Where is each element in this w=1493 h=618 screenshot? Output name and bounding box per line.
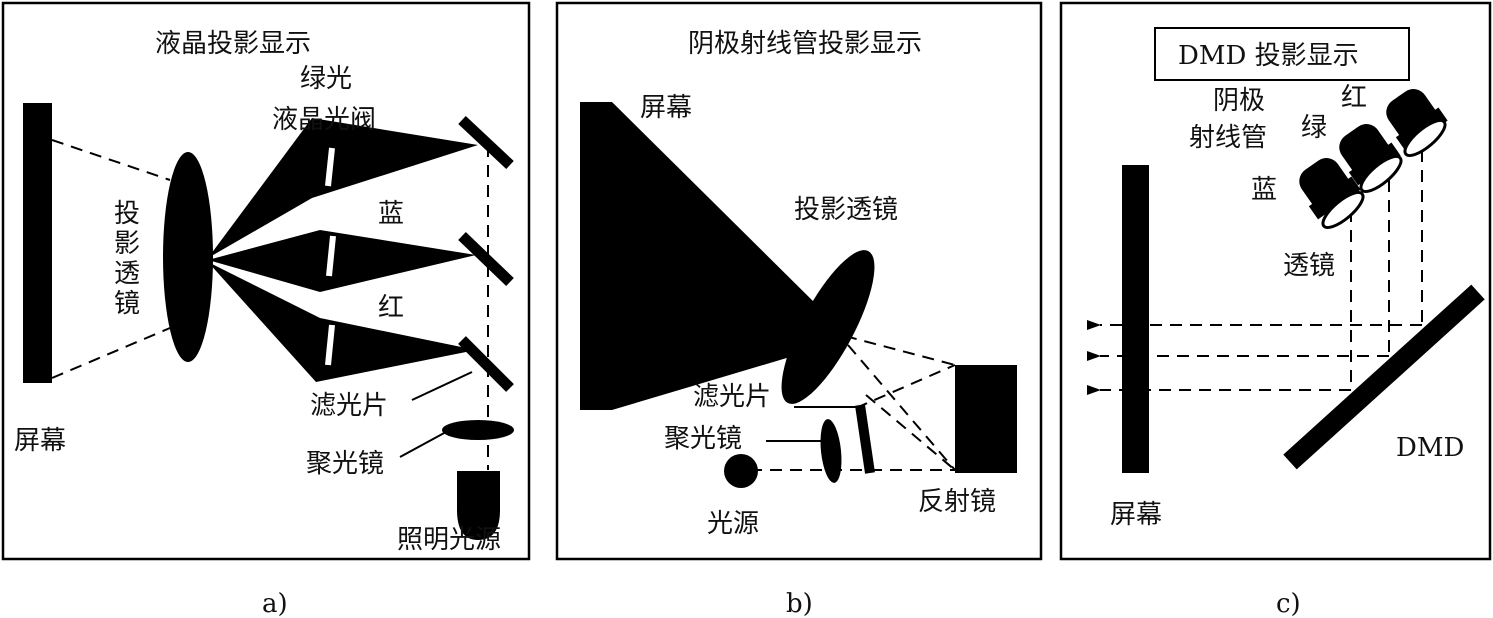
panel-c-frame (1059, 1, 1492, 561)
panel-c-dmd (1283, 284, 1485, 470)
panel-b-filter (855, 404, 875, 474)
panel-a-projection-ray-top (51, 139, 171, 181)
panel-b-ray-3 (855, 364, 956, 409)
panel-b-reflector (955, 365, 1017, 473)
panel-b-light-source-label: 光源 (707, 509, 759, 539)
panel-a-lens-label: 投 影 透 镜 (114, 199, 140, 319)
panel-a-green-label-2: 液晶光阀 (272, 105, 376, 135)
panel-c-blue-crt (1299, 158, 1361, 220)
panel-a-blue-mirror (458, 232, 514, 286)
panel-b-crt-tube (580, 102, 820, 410)
panel-c-red-lens (1403, 119, 1447, 157)
panel-c-lens-label: 透镜 (1283, 251, 1335, 281)
panel-b-reflector-label: 反射镜 (918, 487, 996, 517)
panel-a-red-label: 红 (378, 293, 404, 323)
panel-a-green-label-1: 绿光 (300, 64, 352, 94)
panel-a-lens-char-3: 透 (114, 259, 140, 289)
panel-b: 阴极射线管投影显示 屏幕 投影透镜 反射镜 滤光片 聚光镜 光源 (555, 1, 1043, 561)
panel-c-red-label: 红 (1341, 83, 1367, 113)
panel-c-green-crt (1339, 124, 1401, 186)
panel-a-condenser-leader (399, 431, 447, 458)
panel-b-condenser-lens (820, 419, 842, 483)
panel-a: 液晶投影显示 屏幕 投 影 透 镜 绿光 (1, 1, 531, 561)
panel-a-screen-label: 屏幕 (14, 426, 66, 456)
panel-a-green-mirror (458, 115, 514, 170)
panel-a-lens-char-2: 影 (114, 229, 140, 259)
panel-b-frame (555, 1, 1043, 561)
panel-a-red-light-valve (325, 324, 335, 366)
panel-a-green-light-valve (325, 147, 335, 187)
panel-b-ray-4 (865, 394, 956, 471)
panel-b-ray-1 (847, 344, 956, 471)
panel-c-screen-label: 屏幕 (1110, 500, 1162, 530)
panel-a-blue-light-valve (326, 235, 336, 277)
panel-a-blue-beam (208, 230, 476, 292)
panel-b-screen-label: 屏幕 (640, 93, 692, 123)
panel-c-green-lens (1359, 155, 1403, 193)
panel-b-projection-lens (781, 250, 875, 404)
panel-b-condenser-label: 聚光镜 (664, 424, 742, 454)
panel-c-blue-label: 蓝 (1251, 175, 1277, 205)
panel-a-caption: a) (262, 589, 288, 618)
panel-c-crt-label-1: 阴极 (1213, 86, 1265, 116)
panel-a-projection-lens (163, 152, 213, 362)
panel-a-light-source-label: 照明光源 (397, 525, 501, 555)
panel-c-dmd-label: DMD (1396, 433, 1464, 463)
panel-a-green-beam (208, 118, 478, 258)
panel-a-condenser-lens (442, 420, 514, 440)
panel-a-title: 液晶投影显示 (155, 29, 311, 59)
panel-b-lens-label: 投影透镜 (794, 195, 898, 225)
panel-a-projection-ray-bottom (51, 327, 171, 379)
panel-c-crt-label-2: 射线管 (1189, 123, 1267, 153)
panel-a-filter-leader (411, 371, 473, 401)
panel-a-lens-char-1: 投 (114, 199, 140, 229)
panel-c-blue-lens (1321, 191, 1365, 229)
panel-b-filter-label: 滤光片 (693, 382, 771, 412)
panel-c: DMD 投影显示 屏幕 DMD 阴极 (1059, 1, 1492, 561)
panel-a-lens-char-4: 镜 (114, 289, 140, 319)
panel-a-red-mirror (458, 336, 514, 392)
panel-b-light-source (724, 454, 758, 488)
panel-a-lamp (457, 471, 500, 540)
panel-a-blue-label: 蓝 (378, 199, 404, 229)
panel-b-title: 阴极射线管投影显示 (688, 29, 922, 59)
panel-a-red-beam (208, 262, 476, 382)
panel-c-caption: c) (1276, 589, 1301, 618)
panel-c-screen (1122, 165, 1149, 473)
panel-a-filter-label: 滤光片 (310, 391, 388, 421)
panel-a-frame (1, 1, 531, 561)
panel-a-condenser-label: 聚光镜 (306, 449, 384, 479)
panel-c-title-box (1154, 27, 1410, 81)
panel-a-screen (23, 103, 52, 383)
panel-c-green-label: 绿 (1301, 113, 1327, 143)
panel-b-caption: b) (786, 589, 813, 618)
panel-c-title: DMD 投影显示 (1178, 41, 1359, 71)
